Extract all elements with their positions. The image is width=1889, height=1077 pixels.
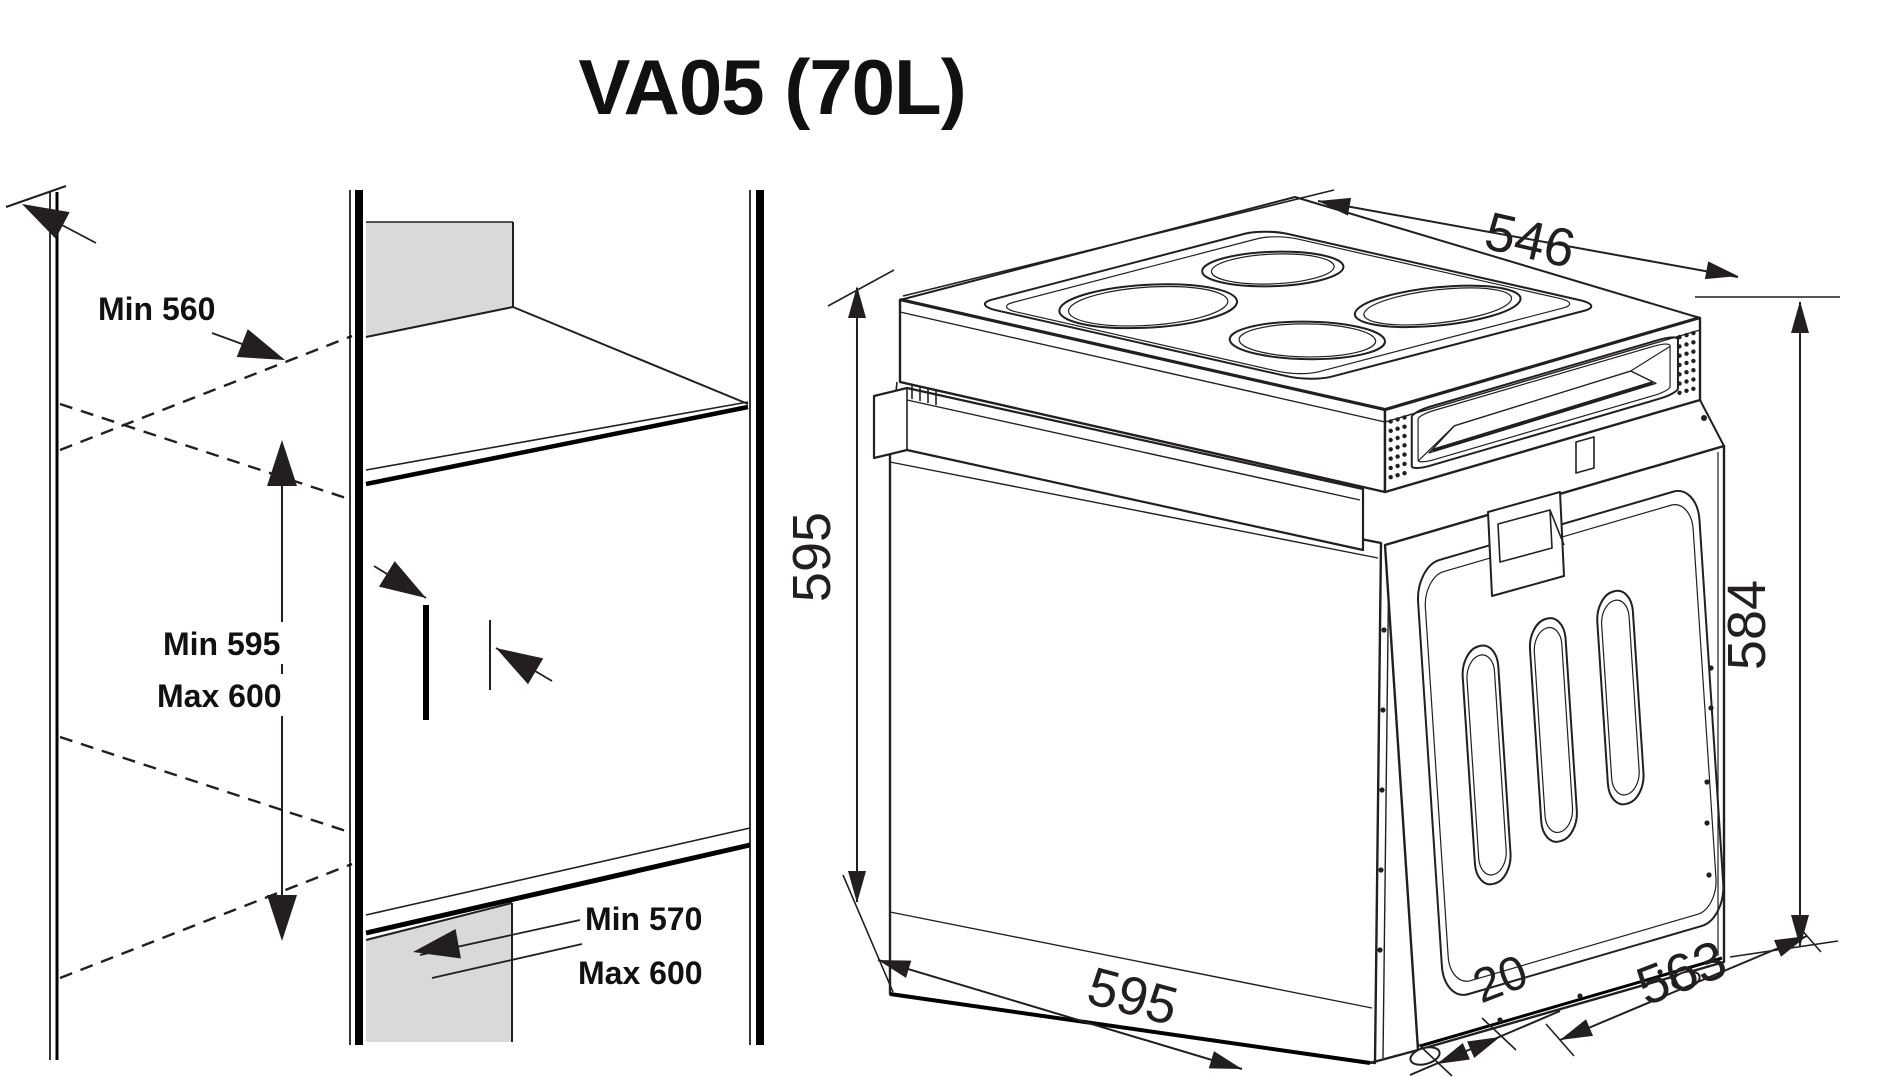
side-inner-panel — [1416, 485, 1726, 1001]
oven-feet — [1409, 970, 1701, 1066]
dim-niche-height: Min 595 Max 600 — [150, 440, 330, 941]
door-handle — [872, 385, 1365, 552]
cabinet-top-shelf — [365, 221, 749, 487]
niche-width-marks — [373, 561, 553, 720]
oven-diagram: 546 595 584 — [782, 190, 1840, 1077]
dim-niche-depth-top: Min 560 — [15, 190, 291, 374]
page-title: VA05 (70L) — [578, 43, 966, 131]
cabinet-bottom-shelf — [365, 827, 751, 1042]
oven-cooktop — [900, 197, 1700, 416]
oven-front-edge-strip — [1377, 545, 1390, 1059]
dim-body-height: 584 — [1695, 296, 1840, 958]
label-niche-height-max: Max 600 — [157, 678, 282, 714]
side-screw-dots — [1497, 415, 1714, 1023]
dim-label-front-height: 595 — [782, 512, 842, 602]
dim-plinth-depth: Min 570 Max 600 — [410, 901, 703, 991]
label-plinth-depth-max: Max 600 — [578, 955, 703, 991]
latch-bracket — [1487, 436, 1595, 597]
cabinet-diagram: Min 560 Min 595 Max 600 Min 570 Max 600 — [5, 185, 764, 1060]
label-niche-depth-top: Min 560 — [98, 291, 215, 327]
cabinet-left-panel — [349, 190, 363, 1045]
cabinet-wall-edge — [5, 185, 67, 1060]
cabinet-right-panel — [749, 190, 764, 1045]
burner-zones — [972, 229, 1604, 382]
dim-front-height: 595 — [782, 269, 895, 993]
hob-control-band — [1385, 318, 1700, 492]
dim-label-body-height: 584 — [1717, 580, 1777, 670]
projection-dashed-lines — [59, 334, 353, 980]
label-plinth-depth-min: Min 570 — [585, 901, 702, 937]
label-niche-height-min: Min 595 — [163, 626, 280, 662]
handle-mount-ticks — [911, 385, 937, 405]
perforation-dots — [1388, 330, 1696, 480]
oven-side-panel — [1370, 400, 1726, 1068]
control-window — [1412, 334, 1678, 471]
